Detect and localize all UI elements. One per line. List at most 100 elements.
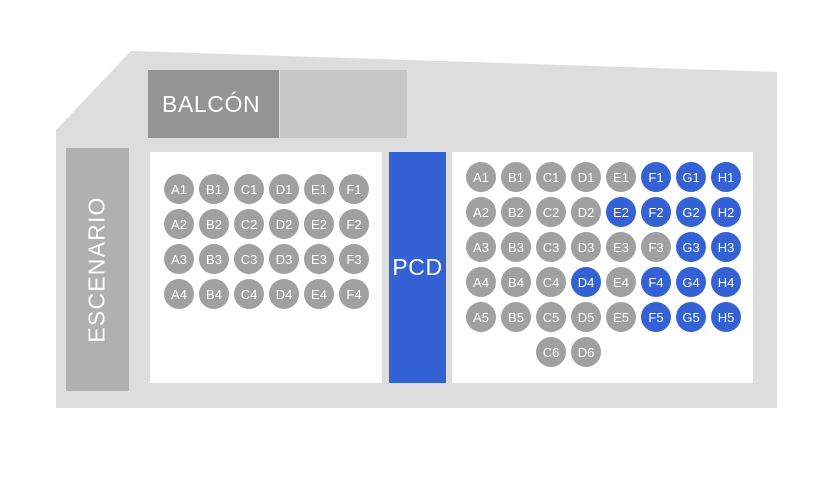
seat-label: C2 xyxy=(240,216,258,232)
stage-label: ESCENARIO xyxy=(84,196,110,343)
seat-C3[interactable]: C3 xyxy=(234,244,264,274)
seat-label: F2 xyxy=(648,204,664,220)
seat-C5[interactable]: C5 xyxy=(536,302,566,332)
balcony-secondary-block[interactable] xyxy=(280,70,407,138)
seat-F1[interactable]: F1 xyxy=(339,174,369,204)
seat-A1[interactable]: A1 xyxy=(164,174,194,204)
seat-label: E4 xyxy=(311,286,327,302)
seat-E5[interactable]: E5 xyxy=(606,302,636,332)
seat-label: B4 xyxy=(206,286,222,302)
seat-E4[interactable]: E4 xyxy=(304,279,334,309)
seat-D6[interactable]: D6 xyxy=(571,337,601,367)
seat-B4[interactable]: B4 xyxy=(501,267,531,297)
seat-D3[interactable]: D3 xyxy=(269,244,299,274)
seat-E4[interactable]: E4 xyxy=(606,267,636,297)
seat-E1[interactable]: E1 xyxy=(606,162,636,192)
seat-D1[interactable]: D1 xyxy=(571,162,601,192)
pcd-block[interactable]: PCD xyxy=(389,152,446,383)
seat-label: E1 xyxy=(311,181,327,197)
seat-A3[interactable]: A3 xyxy=(466,232,496,262)
seat-F4[interactable]: F4 xyxy=(339,279,369,309)
seat-A2[interactable]: A2 xyxy=(466,197,496,227)
seat-F2[interactable]: F2 xyxy=(641,197,671,227)
seat-D4[interactable]: D4 xyxy=(571,267,601,297)
seat-C2[interactable]: C2 xyxy=(234,209,264,239)
seat-label: C4 xyxy=(542,274,560,290)
seat-D4[interactable]: D4 xyxy=(269,279,299,309)
seat-H5[interactable]: H5 xyxy=(711,302,741,332)
seat-A5[interactable]: A5 xyxy=(466,302,496,332)
seat-label: H5 xyxy=(717,309,735,325)
seat-F3[interactable]: F3 xyxy=(339,244,369,274)
seat-B3[interactable]: B3 xyxy=(501,232,531,262)
seat-C1[interactable]: C1 xyxy=(234,174,264,204)
seat-A2[interactable]: A2 xyxy=(164,209,194,239)
seat-label: D6 xyxy=(577,344,595,360)
seat-label: C3 xyxy=(240,251,258,267)
seat-B2[interactable]: B2 xyxy=(501,197,531,227)
balcony-label: BALCÓN xyxy=(162,90,261,117)
seat-E1[interactable]: E1 xyxy=(304,174,334,204)
seat-label: A2 xyxy=(473,204,489,220)
seat-label: H4 xyxy=(717,274,735,290)
seat-D2[interactable]: D2 xyxy=(571,197,601,227)
seat-G5[interactable]: G5 xyxy=(676,302,706,332)
seat-B2[interactable]: B2 xyxy=(199,209,229,239)
seat-B5[interactable]: B5 xyxy=(501,302,531,332)
seat-A1[interactable]: A1 xyxy=(466,162,496,192)
seat-H2[interactable]: H2 xyxy=(711,197,741,227)
seat-G2[interactable]: G2 xyxy=(676,197,706,227)
seat-D3[interactable]: D3 xyxy=(571,232,601,262)
seat-label: A1 xyxy=(473,169,489,185)
seat-label: F3 xyxy=(346,251,362,267)
seat-C4[interactable]: C4 xyxy=(536,267,566,297)
seat-C1[interactable]: C1 xyxy=(536,162,566,192)
seat-label: G4 xyxy=(682,274,700,290)
seat-B1[interactable]: B1 xyxy=(501,162,531,192)
seat-F1[interactable]: F1 xyxy=(641,162,671,192)
seat-label: C2 xyxy=(542,204,560,220)
seat-label: C1 xyxy=(240,181,258,197)
seat-label: H2 xyxy=(717,204,735,220)
seat-B4[interactable]: B4 xyxy=(199,279,229,309)
seat-G3[interactable]: G3 xyxy=(676,232,706,262)
seat-label: D4 xyxy=(577,274,595,290)
seat-E2[interactable]: E2 xyxy=(304,209,334,239)
seat-label: D1 xyxy=(577,169,595,185)
seat-C4[interactable]: C4 xyxy=(234,279,264,309)
seat-F3[interactable]: F3 xyxy=(641,232,671,262)
seat-C6[interactable]: C6 xyxy=(536,337,566,367)
seat-H4[interactable]: H4 xyxy=(711,267,741,297)
seat-label: E4 xyxy=(613,274,629,290)
seat-G1[interactable]: G1 xyxy=(676,162,706,192)
balcony-block[interactable]: BALCÓN xyxy=(148,70,279,138)
seat-C3[interactable]: C3 xyxy=(536,232,566,262)
seat-H3[interactable]: H3 xyxy=(711,232,741,262)
seat-label: B2 xyxy=(206,216,222,232)
seat-label: F5 xyxy=(648,309,664,325)
seat-E3[interactable]: E3 xyxy=(606,232,636,262)
seat-F5[interactable]: F5 xyxy=(641,302,671,332)
seat-B3[interactable]: B3 xyxy=(199,244,229,274)
pcd-label: PCD xyxy=(392,254,443,280)
seat-C2[interactable]: C2 xyxy=(536,197,566,227)
seat-B1[interactable]: B1 xyxy=(199,174,229,204)
seat-label: F1 xyxy=(346,181,362,197)
seat-label: D1 xyxy=(275,181,293,197)
seat-D1[interactable]: D1 xyxy=(269,174,299,204)
seat-F4[interactable]: F4 xyxy=(641,267,671,297)
seat-G4[interactable]: G4 xyxy=(676,267,706,297)
seat-A3[interactable]: A3 xyxy=(164,244,194,274)
seat-label: H3 xyxy=(717,239,735,255)
seat-F2[interactable]: F2 xyxy=(339,209,369,239)
seat-D5[interactable]: D5 xyxy=(571,302,601,332)
seat-E2[interactable]: E2 xyxy=(606,197,636,227)
seat-A4[interactable]: A4 xyxy=(466,267,496,297)
seat-E3[interactable]: E3 xyxy=(304,244,334,274)
seat-H1[interactable]: H1 xyxy=(711,162,741,192)
seat-D2[interactable]: D2 xyxy=(269,209,299,239)
seat-A4[interactable]: A4 xyxy=(164,279,194,309)
